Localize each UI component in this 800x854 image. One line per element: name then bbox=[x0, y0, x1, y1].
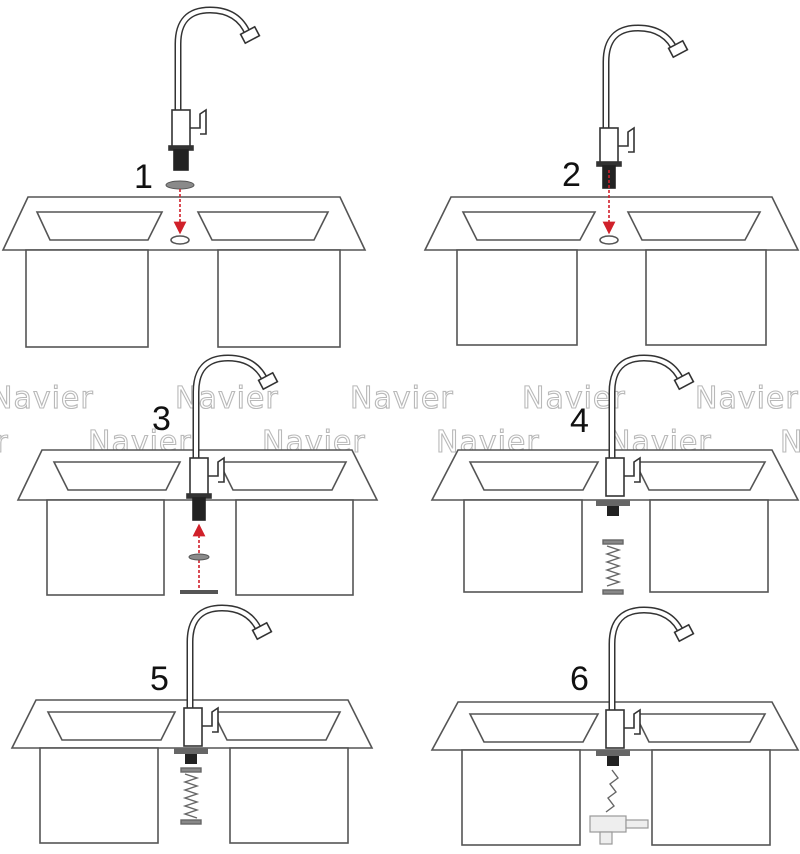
threaded-shank bbox=[607, 756, 619, 766]
faucet bbox=[605, 606, 695, 749]
step-6-panel: 6 bbox=[430, 606, 800, 846]
faucet bbox=[596, 24, 689, 189]
step-number: 5 bbox=[150, 660, 169, 698]
mounting-nut bbox=[596, 500, 630, 506]
step-number: 3 bbox=[152, 400, 171, 438]
watermark-text: Navier bbox=[695, 381, 799, 416]
step-2-panel: 2 bbox=[423, 24, 800, 346]
step-5-panel: 5 bbox=[10, 604, 374, 844]
sink bbox=[423, 196, 800, 346]
threaded-shank bbox=[185, 754, 197, 764]
watermark-text: Navier bbox=[0, 381, 94, 416]
watermark-text: Navier bbox=[780, 425, 800, 460]
step-4-panel: 4 bbox=[430, 354, 800, 595]
washer bbox=[188, 553, 210, 561]
step-number: 2 bbox=[562, 156, 581, 194]
mounting-nut bbox=[596, 750, 630, 756]
step-1-panel: 1 bbox=[1, 6, 367, 348]
step-number: 6 bbox=[570, 660, 589, 698]
supply-hose bbox=[602, 539, 624, 595]
watermark-text: Navier bbox=[350, 381, 454, 416]
washer bbox=[165, 180, 195, 190]
step-3-panel: 3 bbox=[16, 354, 379, 596]
supply-hose bbox=[605, 769, 619, 813]
watermark-text: Navier bbox=[522, 381, 626, 416]
faucet bbox=[183, 604, 273, 747]
watermark-text: Navier bbox=[0, 425, 9, 460]
threaded-shank bbox=[607, 506, 619, 516]
sink bbox=[1, 196, 367, 348]
watermark-layer: Navier Navier Navier Navier Navier Navie… bbox=[0, 380, 800, 460]
faucet bbox=[186, 354, 279, 521]
faucet bbox=[168, 6, 261, 171]
step-number: 4 bbox=[570, 402, 589, 440]
mounting-nut bbox=[174, 748, 208, 754]
supply-hose bbox=[180, 767, 202, 825]
faucet bbox=[605, 354, 695, 497]
mounting-nut bbox=[180, 590, 218, 594]
angle-valve bbox=[589, 815, 649, 845]
step-number: 1 bbox=[134, 158, 153, 196]
